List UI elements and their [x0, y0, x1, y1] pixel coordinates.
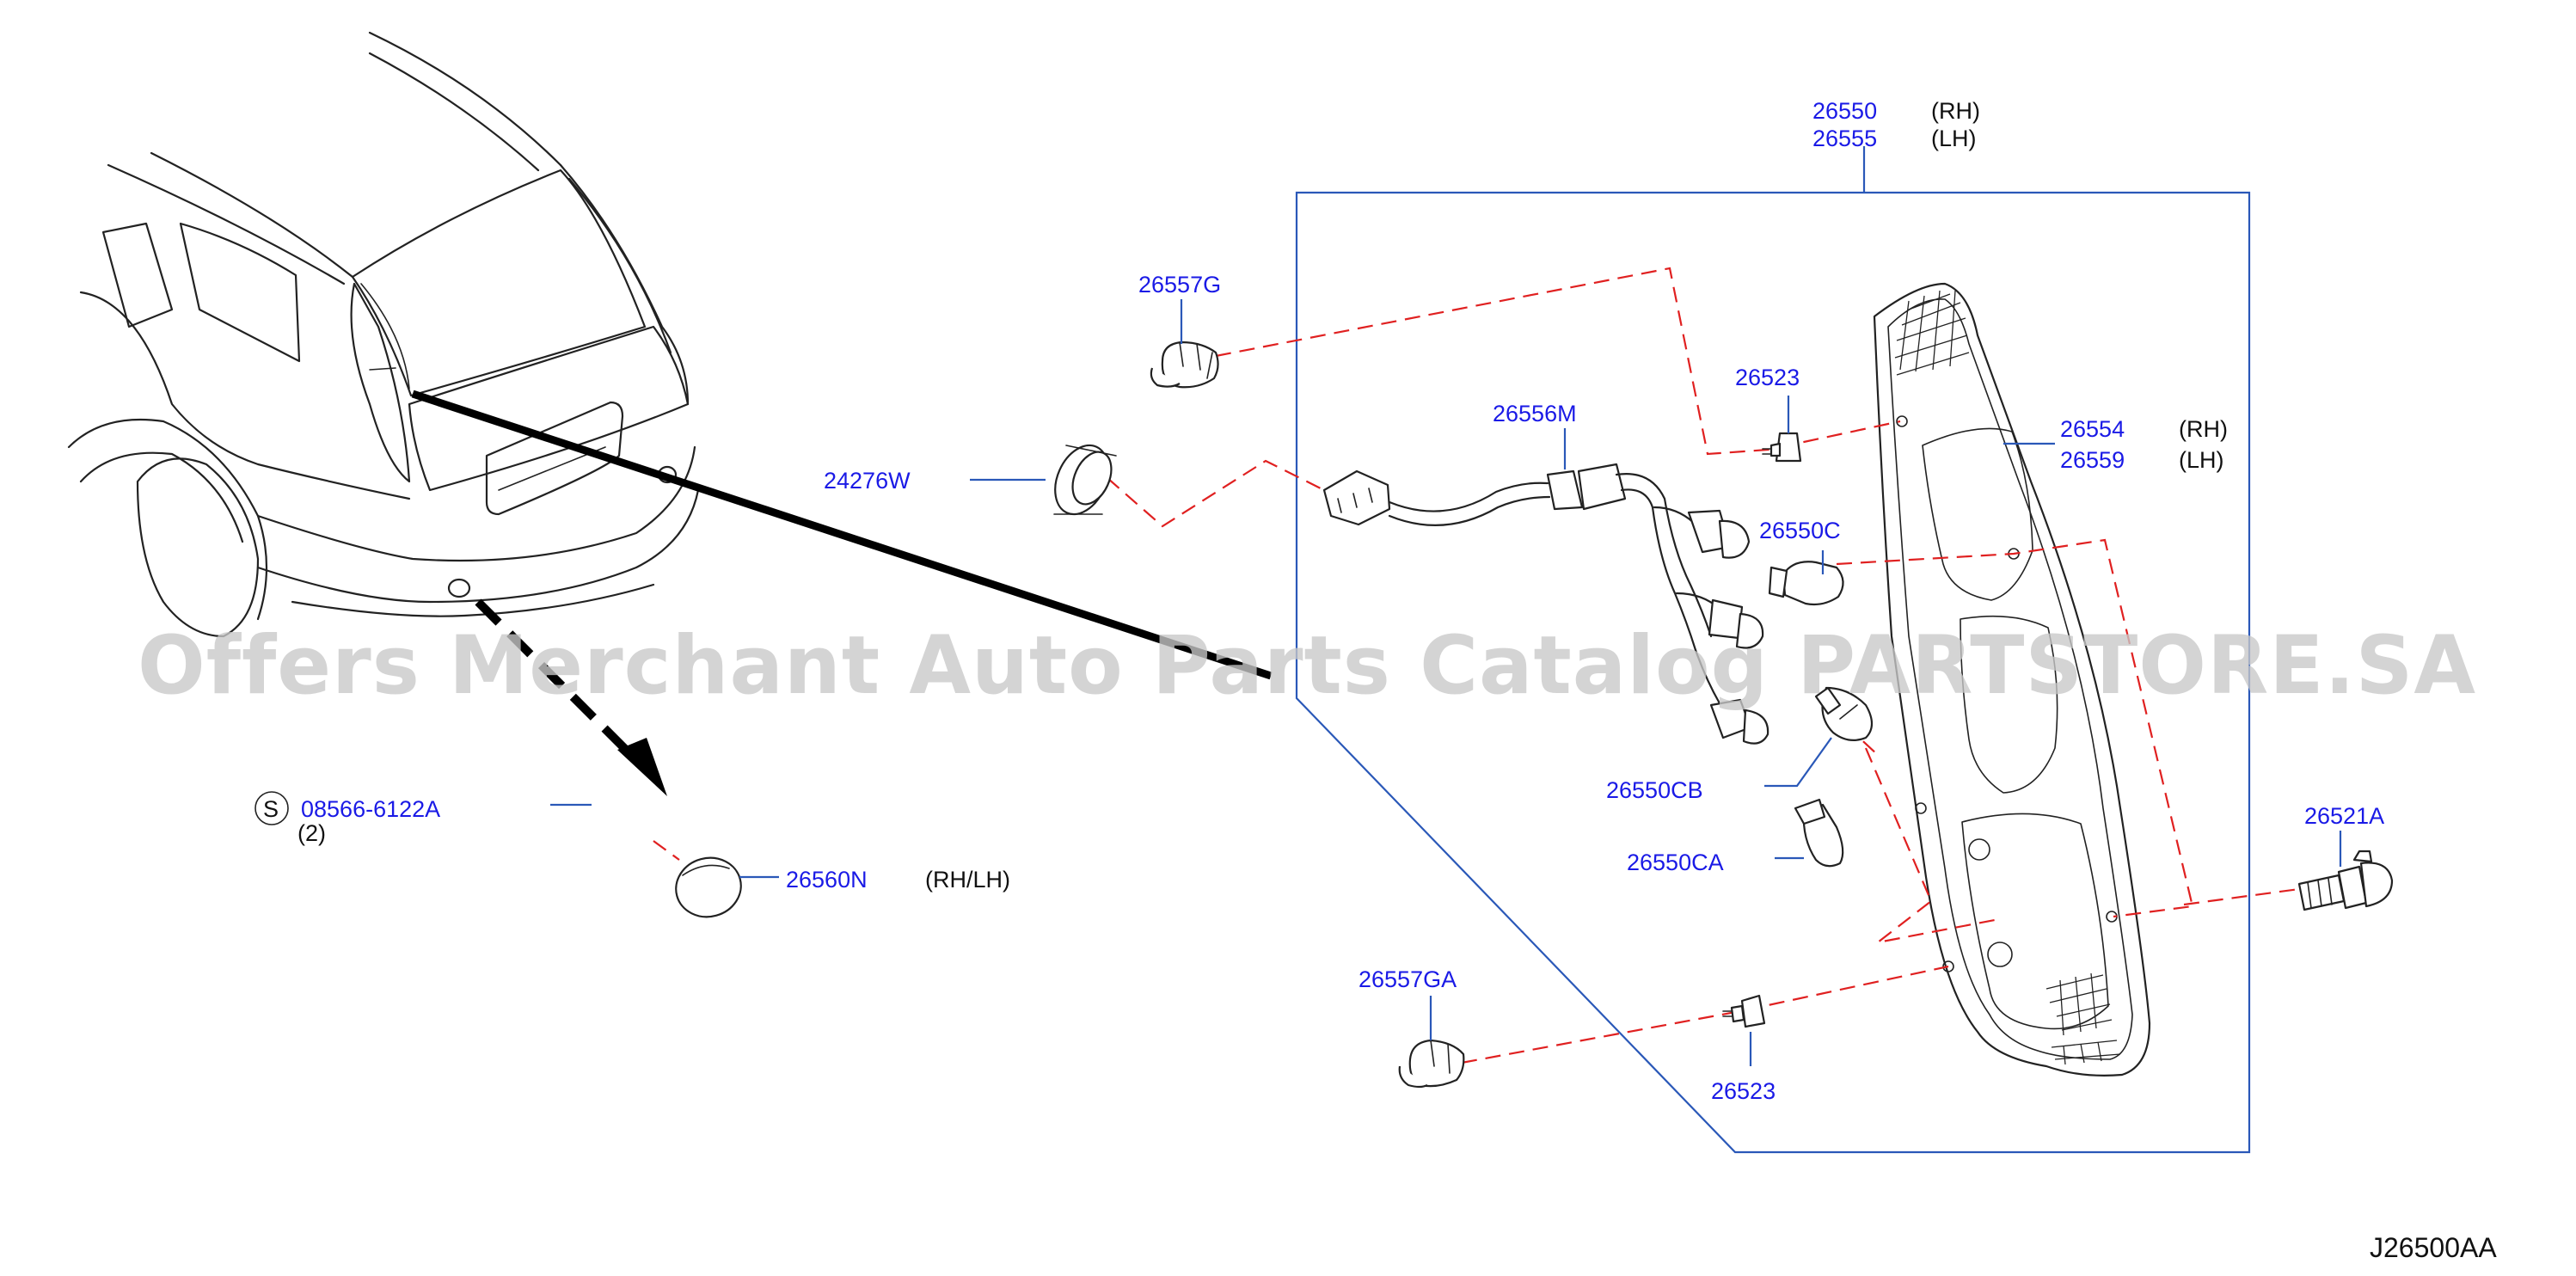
label-26560n-side: (RH/LH): [925, 867, 1010, 893]
label-08566-6122a[interactable]: 08566-6122A: [301, 796, 440, 822]
assembly-boundary: [1295, 191, 2251, 1154]
cap-location-arrow-shaft: [475, 598, 638, 762]
part-26557g-clip: [1150, 340, 1219, 389]
part-26556m-harness: [1322, 463, 1769, 745]
label-26550[interactable]: 26550: [1812, 98, 1877, 124]
screw-symbol: S: [263, 796, 279, 822]
vehicle-rear-illustration: [67, 31, 700, 638]
part-26521a-bolt: [2297, 850, 2394, 911]
label-26560n[interactable]: 26560N: [786, 867, 868, 893]
label-26550c[interactable]: 26550C: [1759, 518, 1841, 543]
part-26550ca-bulb: [1794, 798, 1844, 868]
cap-location-arrowhead: [617, 738, 667, 796]
label-26557g[interactable]: 26557G: [1138, 272, 1221, 298]
dashed-links: [653, 267, 2300, 1064]
diagram-id: J26500AA: [2370, 1232, 2497, 1263]
label-26559[interactable]: 26559: [2060, 447, 2125, 473]
label-26556m[interactable]: 26556M: [1493, 401, 1577, 426]
label-26555[interactable]: 26555: [1812, 126, 1877, 151]
tail-lamp-housing: [1873, 282, 2151, 1077]
label-screw-qty: (2): [297, 820, 326, 846]
part-26557ga-clip: [1398, 1039, 1465, 1089]
label-26550ca[interactable]: 26550CA: [1627, 850, 1724, 875]
label-26550cb[interactable]: 26550CB: [1606, 777, 1703, 803]
leader-lines: [550, 299, 2342, 1066]
tail-lamp-location-arrow: [411, 390, 1273, 680]
part-24276w-grommet: [1053, 444, 1117, 516]
screw-symbol-circle: [255, 791, 289, 825]
label-26550-rh: (RH): [1931, 98, 1980, 124]
label-24276w[interactable]: 24276W: [824, 468, 911, 494]
part-26550cb-bulb: [1814, 686, 1874, 742]
part-26560n-cap: [675, 856, 742, 918]
label-26559-lh: (LH): [2179, 447, 2224, 473]
part-26523-screw-top: [1762, 432, 1802, 463]
label-26555-lh: (LH): [1931, 126, 1977, 151]
watermark: Offers Merchant Auto Parts Catalog PARTS…: [138, 619, 2476, 713]
label-26523-bottom[interactable]: 26523: [1711, 1078, 1776, 1104]
label-26554[interactable]: 26554: [2060, 416, 2125, 442]
label-26523-top[interactable]: 26523: [1735, 365, 1800, 390]
label-26557ga[interactable]: 26557GA: [1359, 966, 1457, 992]
part-26523-screw-bottom: [1722, 994, 1766, 1028]
part-labels: 26550 (RH) 26555 (LH) 26557G 24276W 2655…: [255, 98, 2497, 1263]
location-arrows: [411, 390, 1273, 796]
label-26521a[interactable]: 26521A: [2304, 803, 2384, 829]
label-26554-rh: (RH): [2179, 416, 2228, 442]
part-26550c-bulb: [1768, 561, 1844, 606]
